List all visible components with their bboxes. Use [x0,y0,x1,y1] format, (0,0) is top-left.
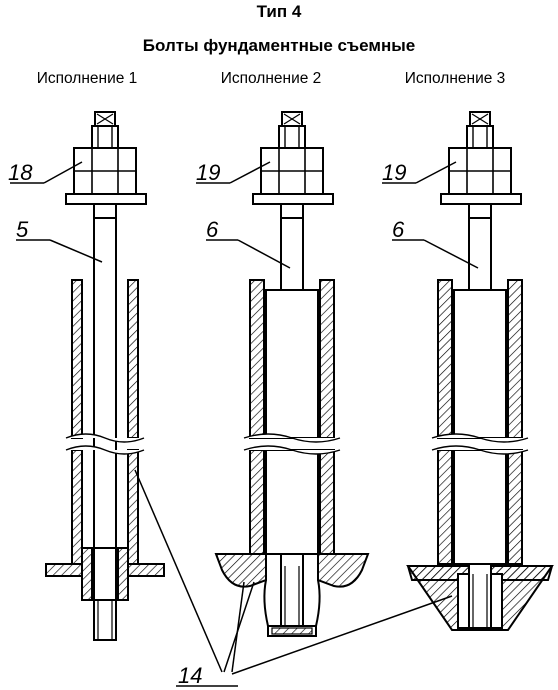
washer-1 [65,193,147,205]
variant-3-label: Исполнение 3 [404,70,506,87]
variant-2-assembly [214,111,370,637]
plate-1-left [45,563,83,577]
leader-lines [10,161,479,687]
callout-5: 5 [16,217,29,242]
base-2-left [214,553,267,588]
callout-14: 14 [178,663,202,688]
callout-18: 18 [8,160,33,185]
callout-19-v3: 19 [382,160,406,185]
pipe-1-left [71,279,83,439]
callout-6-v2: 6 [206,217,219,242]
variant-2-label: Исполнение 2 [220,70,322,87]
drawing-title: Болты фундаментные съемные [142,36,416,55]
pipe-1-right [127,279,139,439]
base-2-right [317,553,370,588]
callout-6-v3: 6 [392,217,405,242]
callout-19-v2: 19 [196,160,220,185]
washer-3 [440,193,522,205]
plate-1-right [127,563,165,577]
washer-2 [252,193,334,205]
type-title: Тип 4 [256,2,302,21]
variant-1-label: Исполнение 1 [36,70,138,87]
variant-1-assembly [45,111,165,641]
variant-3-assembly [406,111,554,631]
